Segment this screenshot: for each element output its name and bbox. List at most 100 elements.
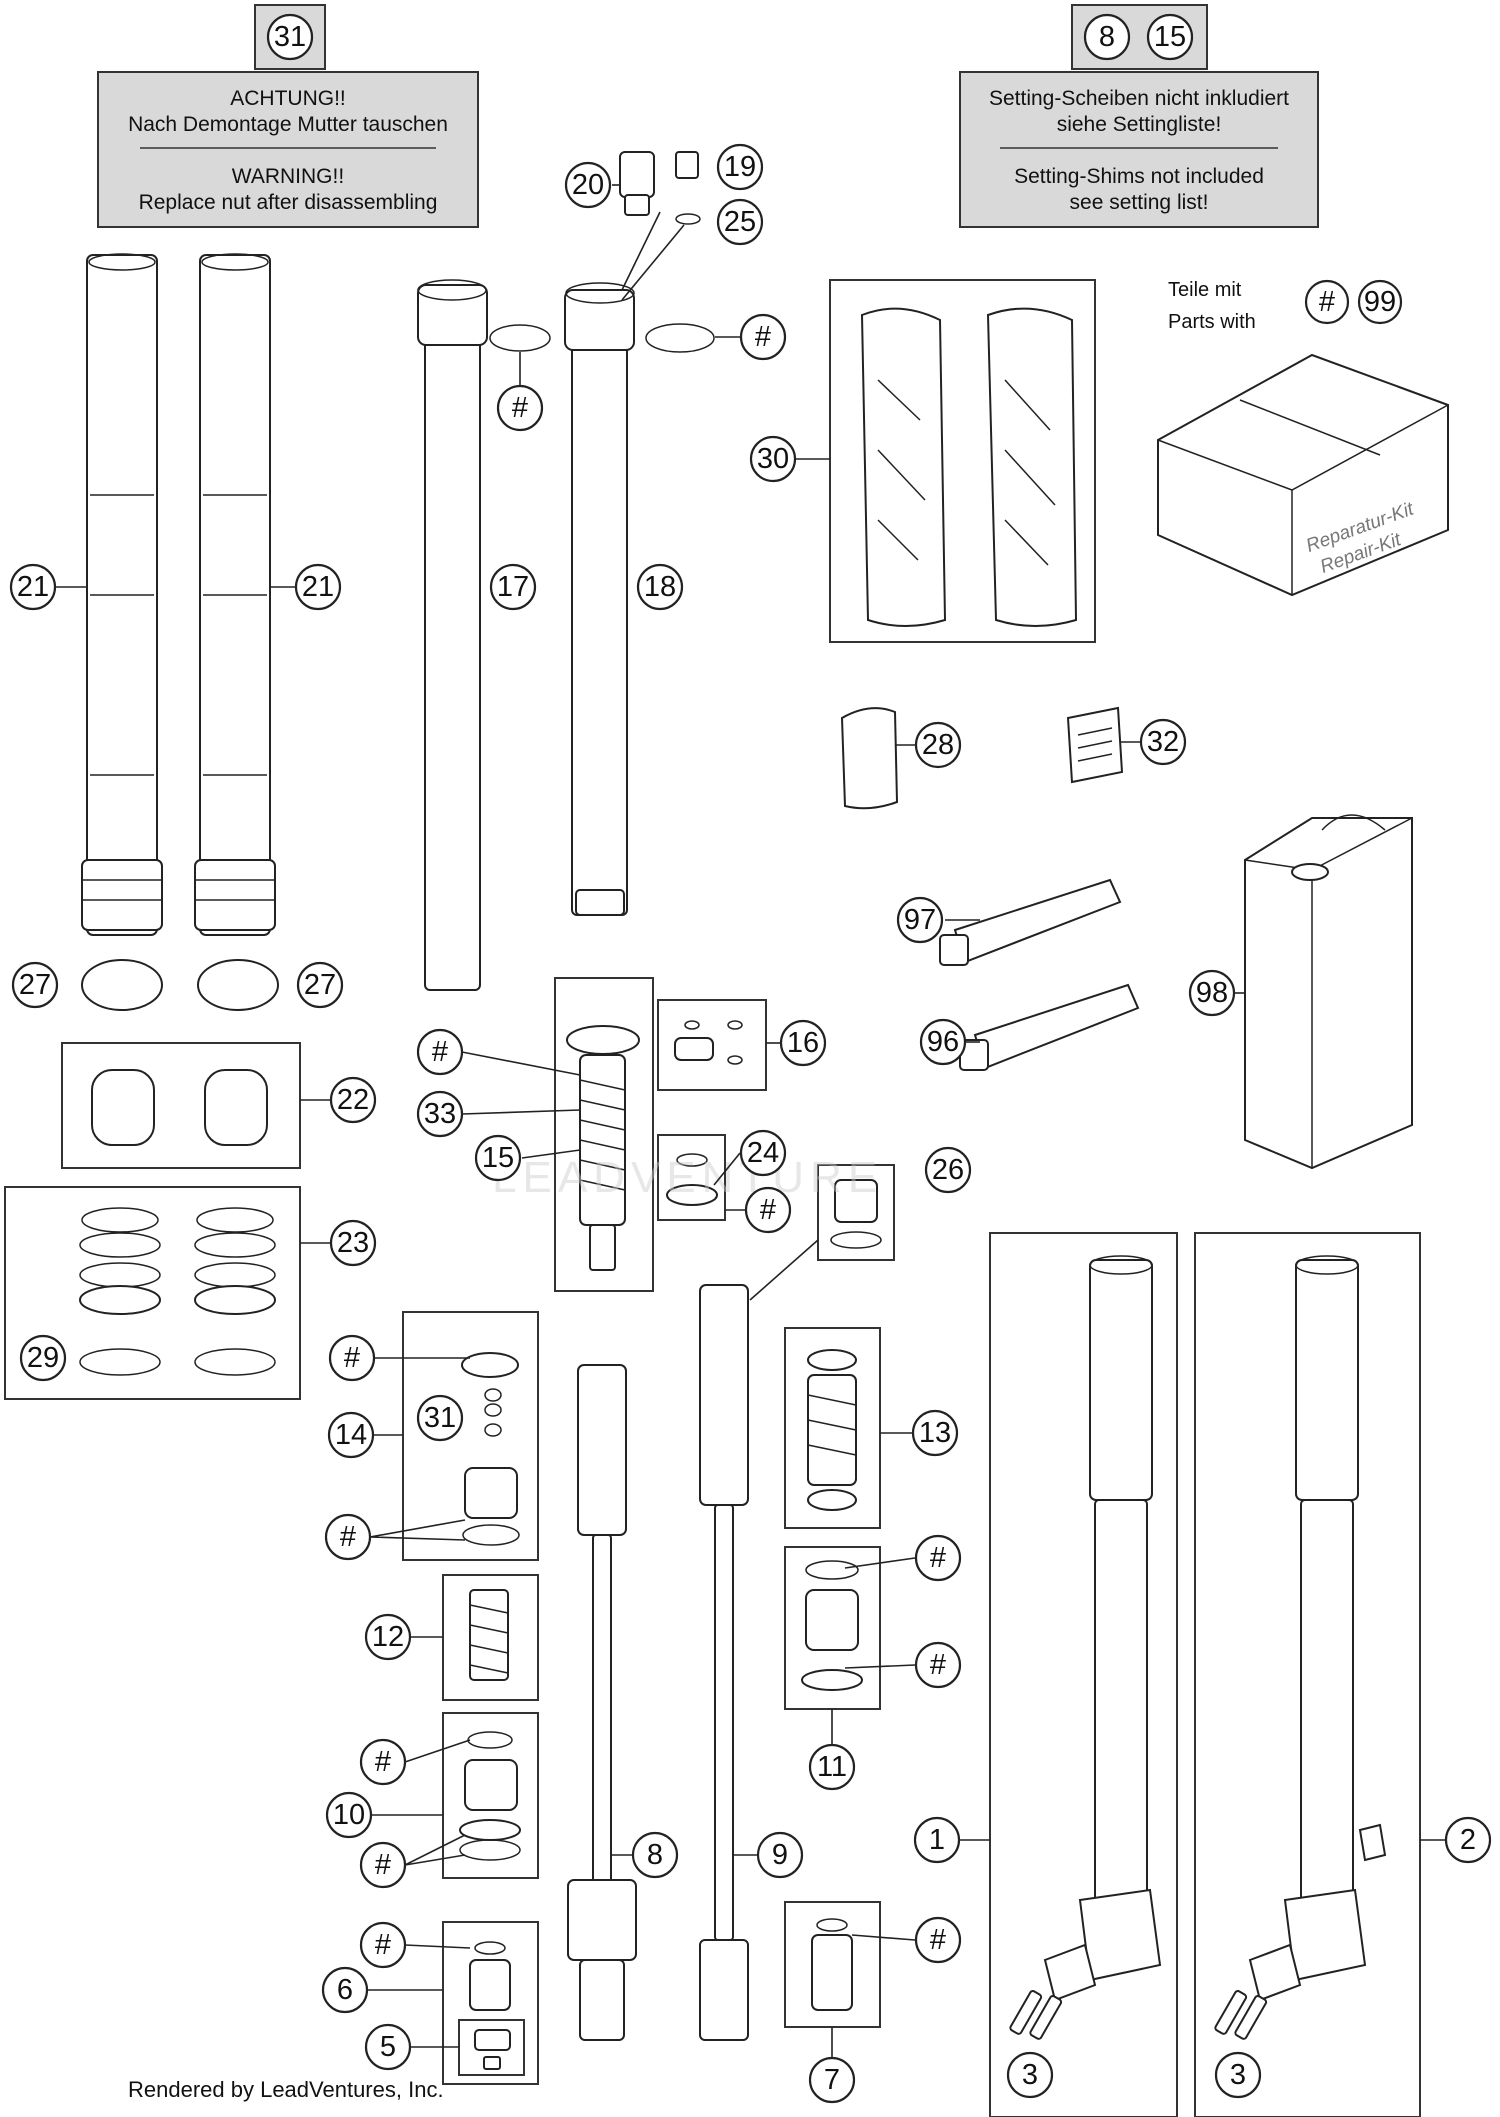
- callout-8[interactable]: 8: [631, 1831, 679, 1879]
- svg-text:99: 99: [1364, 286, 1396, 318]
- callout-hash-18[interactable]: #: [739, 313, 787, 361]
- shims-tag-15[interactable]: 15: [1146, 13, 1194, 61]
- callout-15[interactable]: 15: [474, 1134, 522, 1182]
- o-ring-18: [645, 323, 715, 353]
- callout-13[interactable]: 13: [911, 1409, 959, 1457]
- callout-29[interactable]: 29: [19, 1334, 67, 1382]
- callout-96[interactable]: 96: [919, 1018, 967, 1066]
- callout-28[interactable]: 28: [914, 721, 962, 769]
- callout-24[interactable]: 24: [739, 1129, 787, 1177]
- callout-19[interactable]: 19: [716, 143, 764, 191]
- repair-kit-box: Reparatur-Kit Repair-Kit: [1157, 353, 1449, 597]
- svg-text:26: 26: [932, 1154, 964, 1186]
- svg-text:#: #: [375, 1746, 391, 1778]
- callout-9[interactable]: 9: [756, 1831, 804, 1879]
- cartridge-tube-17: [417, 279, 488, 991]
- callout-hash-11-bottom[interactable]: #: [914, 1641, 962, 1689]
- svg-text:21: 21: [17, 571, 49, 603]
- callout-hash-14-top[interactable]: #: [328, 1334, 376, 1382]
- callout-10[interactable]: 10: [325, 1791, 373, 1839]
- callout-30[interactable]: 30: [749, 435, 797, 483]
- callout-hash-14-bottom[interactable]: #: [324, 1513, 372, 1561]
- svg-text:#: #: [432, 1036, 448, 1068]
- grease-tube-96: [959, 983, 1140, 1071]
- callout-97[interactable]: 97: [896, 896, 944, 944]
- parts-with-en: Parts with: [1168, 311, 1256, 333]
- callout-32[interactable]: 32: [1139, 718, 1187, 766]
- frame-fork-1: [989, 1232, 1178, 2117]
- callout-hash-11-top[interactable]: #: [914, 1534, 962, 1582]
- svg-text:7: 7: [824, 2064, 840, 2096]
- svg-text:11: 11: [817, 1751, 847, 1783]
- svg-text:32: 32: [1147, 726, 1179, 758]
- svg-text:97: 97: [904, 904, 936, 936]
- callout-22[interactable]: 22: [329, 1076, 377, 1124]
- parts-with-legend: Teile mit Parts with # 99: [1168, 279, 1403, 333]
- callout-2[interactable]: 2: [1444, 1816, 1492, 1864]
- svg-text:15: 15: [482, 1142, 514, 1174]
- fork-guard-right: [986, 307, 1078, 627]
- part-5: [474, 2029, 511, 2070]
- callout-hash-7[interactable]: #: [914, 1916, 962, 1964]
- oil-can-98: [1244, 814, 1413, 1170]
- callout-14[interactable]: 14: [327, 1411, 375, 1459]
- callout-3-left[interactable]: 3: [1006, 2051, 1054, 2099]
- callout-98[interactable]: 98: [1188, 969, 1236, 1017]
- svg-text:13: 13: [919, 1417, 951, 1449]
- callout-6[interactable]: 6: [321, 1966, 369, 2014]
- callout-26[interactable]: 26: [924, 1146, 972, 1194]
- callout-27-left[interactable]: 27: [11, 961, 59, 1009]
- callout-hash-10-bottom[interactable]: #: [359, 1841, 407, 1889]
- callout-27-right[interactable]: 27: [296, 961, 344, 1009]
- callout-1[interactable]: 1: [913, 1816, 961, 1864]
- adjuster-nut-20: [619, 151, 655, 216]
- callout-hash-17[interactable]: #: [496, 384, 544, 432]
- svg-text:14: 14: [335, 1419, 367, 1451]
- svg-text:25: 25: [724, 206, 756, 238]
- svg-text:5: 5: [380, 2031, 396, 2063]
- callout-20[interactable]: 20: [564, 161, 612, 209]
- callout-33[interactable]: 33: [416, 1090, 464, 1138]
- callout-21-right[interactable]: 21: [294, 563, 342, 611]
- callout-11[interactable]: 11: [808, 1743, 856, 1791]
- callout-5[interactable]: 5: [364, 2023, 412, 2071]
- shims-tag-8[interactable]: 8: [1083, 13, 1131, 61]
- parts-with-de: Teile mit: [1168, 279, 1242, 301]
- legend-hash-callout[interactable]: #: [1304, 279, 1350, 325]
- valve-13: [807, 1349, 857, 1511]
- callout-12[interactable]: 12: [364, 1613, 412, 1661]
- dust-scraper-right: [197, 959, 279, 1011]
- warning-tag-callout[interactable]: 31: [266, 13, 314, 61]
- svg-text:22: 22: [337, 1084, 369, 1116]
- callout-hash-6[interactable]: #: [359, 1921, 407, 1969]
- callout-25[interactable]: 25: [716, 198, 764, 246]
- callout-16[interactable]: 16: [779, 1019, 827, 1067]
- svg-text:#: #: [755, 321, 771, 353]
- shims-de-line1: Setting-Scheiben nicht inkludiert: [989, 87, 1289, 110]
- o-ring-17: [489, 324, 551, 352]
- callout-hash-24[interactable]: #: [744, 1186, 792, 1234]
- callout-18[interactable]: 18: [636, 563, 684, 611]
- legend-99-callout[interactable]: 99: [1357, 279, 1403, 325]
- callout-hash-33[interactable]: #: [416, 1028, 464, 1076]
- svg-text:30: 30: [757, 443, 789, 475]
- callout-3-right[interactable]: 3: [1214, 2051, 1262, 2099]
- callout-7[interactable]: 7: [808, 2056, 856, 2104]
- callout-31[interactable]: 31: [416, 1394, 464, 1442]
- frame-10: [442, 1712, 539, 1879]
- callout-21-left[interactable]: 21: [9, 563, 57, 611]
- svg-text:23: 23: [337, 1227, 369, 1259]
- svg-text:3: 3: [1022, 2059, 1038, 2091]
- bushing-frame-22: [61, 1042, 301, 1169]
- label-32: [1066, 706, 1124, 784]
- shims-note: 8 15 Setting-Scheiben nicht inkludiert s…: [959, 4, 1319, 228]
- svg-text:29: 29: [27, 1342, 59, 1374]
- svg-text:33: 33: [424, 1098, 456, 1130]
- valve-11: [801, 1560, 863, 1691]
- callout-23[interactable]: 23: [329, 1219, 377, 1267]
- svg-text:1: 1: [929, 1824, 945, 1856]
- callout-17[interactable]: 17: [489, 563, 537, 611]
- clamp-16: [674, 1020, 743, 1065]
- callout-hash-10-top[interactable]: #: [359, 1738, 407, 1786]
- frame-fork-2: [1194, 1232, 1421, 2117]
